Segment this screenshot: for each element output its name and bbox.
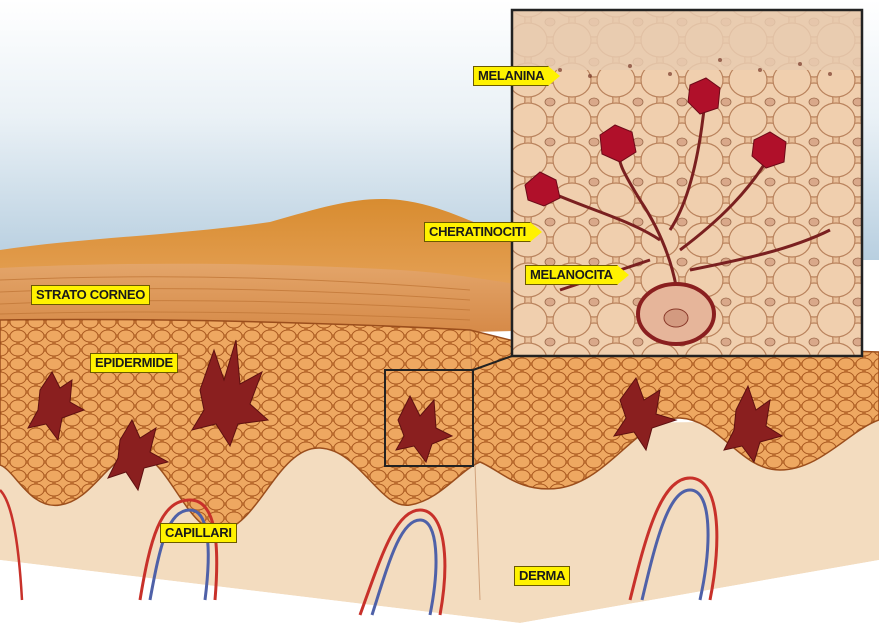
zoom-inset	[512, 10, 862, 356]
label-melanina: MELANINA	[473, 66, 549, 86]
label-melanocita: MELANOCITA	[525, 265, 618, 285]
label-cheratinociti: CHERATINOCITI	[424, 222, 531, 242]
label-strato-corneo: STRATO CORNEO	[31, 285, 150, 305]
label-capillari: CAPILLARI	[160, 523, 237, 543]
label-derma: DERMA	[514, 566, 570, 586]
label-epidermide: EPIDERMIDE	[90, 353, 178, 373]
